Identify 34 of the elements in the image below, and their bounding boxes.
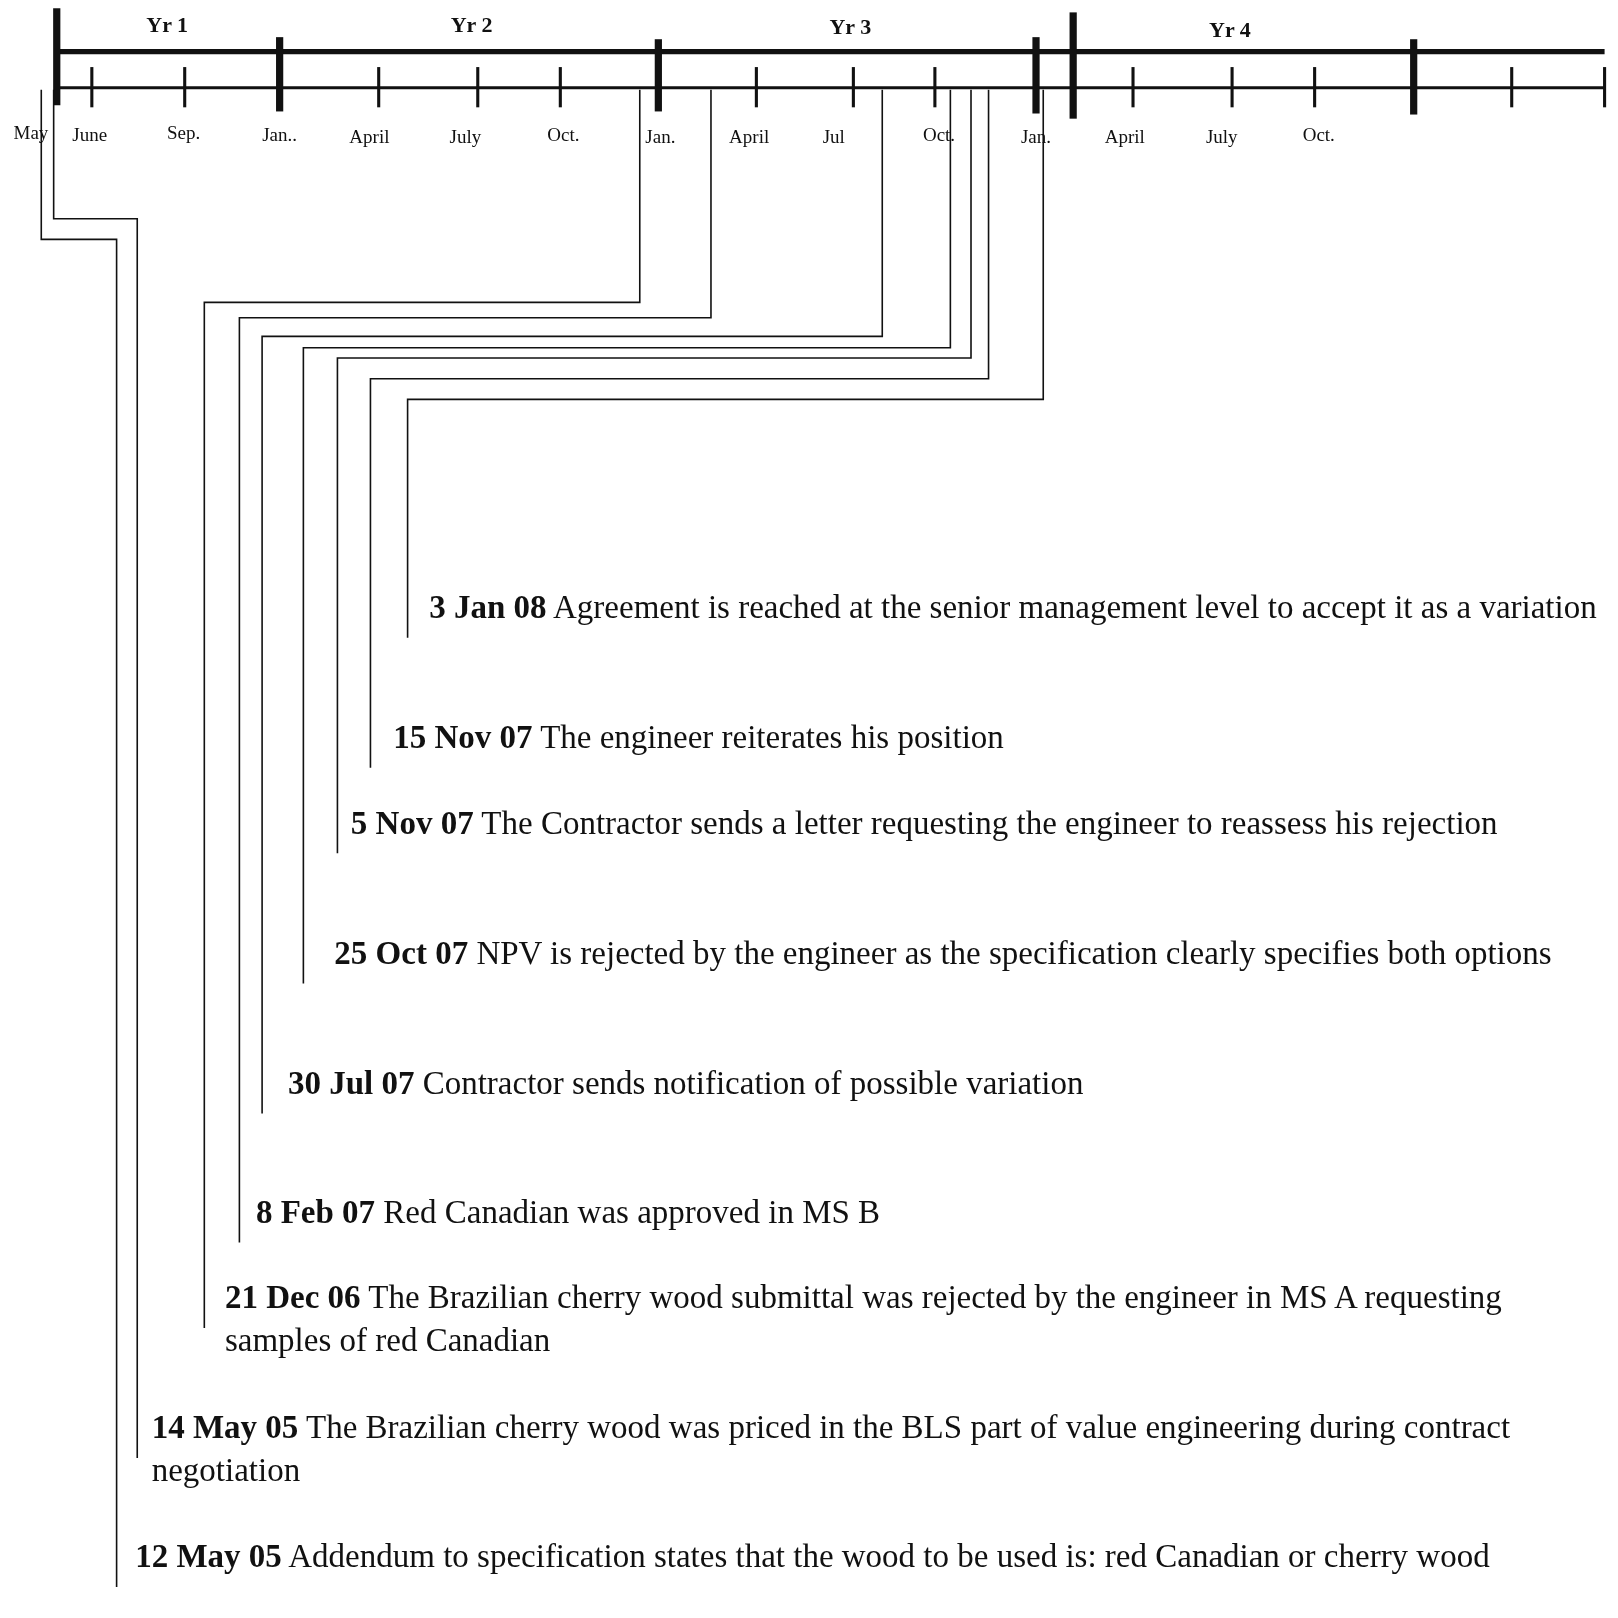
month-label: April [349, 125, 390, 148]
leader-line [203, 88, 641, 1329]
year-label: Yr 4 [1209, 16, 1251, 43]
event-text: 5 Nov 07 The Contractor sends a letter requesting the engineer to reassess his rejection [350, 801, 1612, 845]
month-label: Jan. [645, 125, 676, 148]
event-text: 15 Nov 07 The engineer reiterates his position [393, 716, 1612, 760]
month-label: Jan.. [262, 123, 298, 146]
month-label: April [1104, 125, 1145, 148]
leader-line [52, 88, 139, 1459]
month-label: Sep. [167, 121, 201, 144]
month-label: July [1205, 125, 1238, 148]
leader-line [336, 88, 972, 855]
event-text: 14 May 05 The Brazilian cherry wood was priced in the BLS part of value engineering during contract negotiation [151, 1406, 1612, 1493]
year-label: Yr 2 [450, 12, 493, 39]
month-label: April [729, 125, 770, 148]
year-label: Yr 1 [146, 12, 189, 39]
event-text: 3 Jan 08 Agreement is reached at the senior management level to accept it as a variation [429, 586, 1612, 630]
leader-line [369, 88, 990, 769]
event-text: 12 May 05 Addendum to specification states that the wood to be used is: red Canadian or cherry wood [135, 1535, 1612, 1579]
month-label: Oct. [547, 123, 580, 146]
month-label: Jul [822, 125, 845, 148]
leader-line [406, 88, 1045, 639]
leader-line [302, 88, 952, 985]
event-text: 30 Jul 07 Contractor sends notification of possible variation [287, 1061, 1612, 1105]
event-text: 25 Oct 07 NPV is rejected by the engineer as the specification clearly specifies both options [334, 931, 1612, 975]
month-label: July [449, 125, 482, 148]
month-label: Oct. [1302, 123, 1335, 146]
month-label: June [72, 123, 108, 146]
leader-line [40, 88, 118, 1588]
event-text: 21 Dec 06 The Brazilian cherry wood submittal was rejected by the engineer in MS A requesting samples of red Canadian [224, 1276, 1612, 1363]
year-label: Yr 3 [829, 14, 872, 41]
leader-line [238, 88, 712, 1244]
event-text: 8 Feb 07 Red Canadian was approved in MS B [255, 1190, 1612, 1234]
leader-line [261, 88, 884, 1115]
